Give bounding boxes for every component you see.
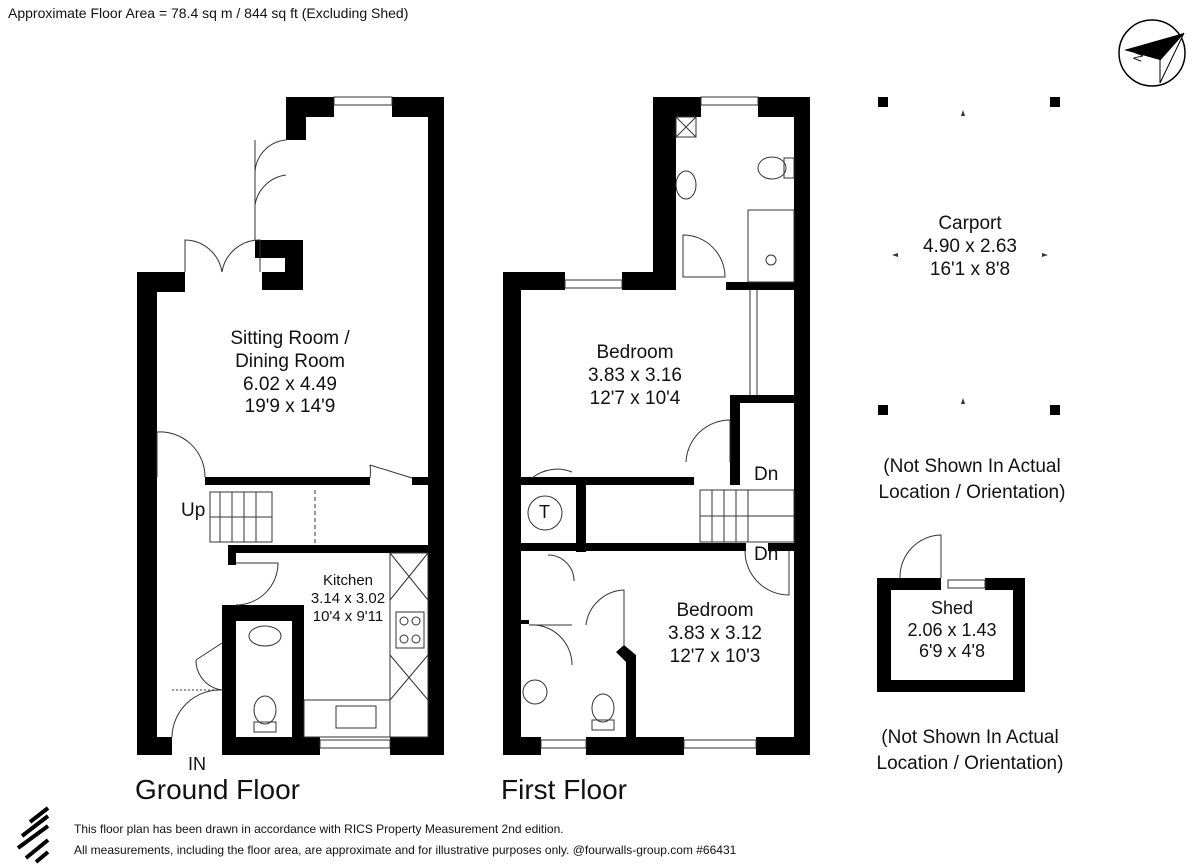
shed-note-line1: (Not Shown In Actual	[881, 727, 1059, 748]
sitting-room-imperial: 19'9 x 14'9	[244, 396, 336, 418]
shed-label: Shed 2.06 x 1.43 6'9 x 4'8	[891, 598, 1013, 663]
shed-details	[899, 534, 986, 589]
first-floor-walls	[503, 97, 810, 755]
first-floor-details	[522, 96, 795, 749]
carport-metric: 4.90 x 2.63	[922, 235, 1018, 257]
bedroom1-name: Bedroom	[596, 342, 674, 363]
first-stairs-down-label-2: Dn	[754, 544, 779, 565]
carport-note-line2: Location / Orientation)	[878, 481, 1066, 503]
ground-floor-title: Ground Floor	[135, 774, 300, 805]
fourwalls-logo	[16, 806, 50, 864]
shed-metric: 2.06 x 1.43	[907, 619, 997, 640]
compass-icon	[1118, 19, 1186, 87]
water-tank-label: T	[539, 502, 550, 522]
bedroom1-label: Bedroom 3.83 x 3.16 12'7 x 10'4	[560, 342, 710, 410]
first-floor-title: First Floor	[501, 774, 627, 805]
floor-area-summary: Approximate Floor Area = 78.4 sq m / 844…	[8, 5, 409, 21]
bedroom2-imperial: 12'7 x 10'3	[669, 645, 761, 667]
carport-label: Carport 4.90 x 2.63 16'1 x 8'8	[895, 213, 1045, 281]
kitchen-label: Kitchen 3.14 x 3.02 10'4 x 9'11	[293, 572, 403, 626]
first-stairs-down-label-1: Dn	[754, 464, 779, 485]
footer-disclaimer-1: This floor plan has been drawn in accord…	[74, 822, 564, 836]
footer-disclaimer-2: All measurements, including the floor ar…	[74, 843, 737, 857]
bedroom1-imperial: 12'7 x 10'4	[589, 387, 681, 409]
shed-name: Shed	[930, 598, 974, 618]
sitting-room-label: Sitting Room / Dining Room 6.02 x 4.49 1…	[215, 328, 365, 419]
carport-marks	[892, 110, 1048, 404]
sitting-room-metric: 6.02 x 4.49	[242, 373, 338, 395]
ground-floor-walls	[137, 97, 444, 755]
kitchen-name: Kitchen	[322, 572, 374, 589]
ground-floor-details	[156, 96, 429, 749]
bedroom2-metric: 3.83 x 3.12	[667, 622, 763, 644]
carport-posts	[878, 97, 1060, 415]
carport-name: Carport	[938, 213, 1002, 234]
bedroom2-label: Bedroom 3.83 x 3.12 12'7 x 10'3	[643, 600, 787, 668]
shed-location-note: (Not Shown In Actual Location / Orientat…	[860, 725, 1080, 776]
bedroom2-name: Bedroom	[676, 600, 754, 621]
sitting-room-name-2: Dining Room	[235, 350, 345, 372]
entrance-label: IN	[188, 754, 206, 774]
carport-location-note: (Not Shown In Actual Location / Orientat…	[862, 454, 1082, 505]
kitchen-metric: 3.14 x 3.02	[310, 590, 386, 607]
sitting-room-name-1: Sitting Room /	[230, 328, 350, 349]
carport-note-line1: (Not Shown In Actual	[883, 456, 1061, 477]
bedroom1-metric: 3.83 x 3.16	[587, 364, 683, 386]
kitchen-imperial: 10'4 x 9'11	[312, 608, 384, 625]
ground-stairs-up-label: Up	[181, 500, 206, 521]
shed-note-line2: Location / Orientation)	[876, 752, 1064, 774]
shed-walls	[877, 578, 1025, 692]
carport-imperial: 16'1 x 8'8	[929, 258, 1011, 280]
shed-imperial: 6'9 x 4'8	[919, 641, 985, 662]
